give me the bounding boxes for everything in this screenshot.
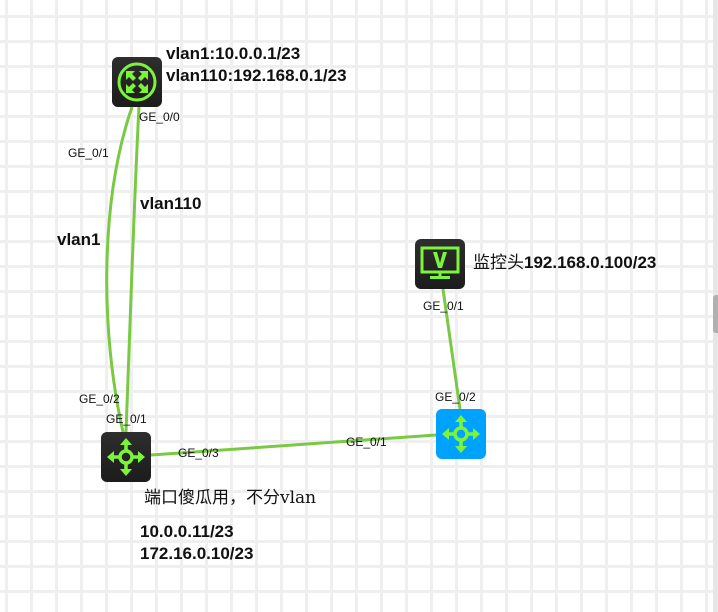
port-label-camera-ge01: GE_0/1	[423, 299, 464, 313]
link-core-to-access[interactable]	[150, 433, 437, 457]
link-label-vlan110: vlan110	[140, 194, 202, 213]
link-vlan1[interactable]	[105, 106, 134, 433]
camera-node[interactable]	[415, 239, 465, 289]
port-label-access-ge01: GE_0/1	[346, 435, 387, 449]
core-switch-note-text: 端口傻瓜用，不分vlan	[144, 488, 317, 508]
core-switch-node[interactable]	[101, 432, 151, 482]
link-vlan110[interactable]	[124, 106, 141, 433]
port-label-access-ge02: GE_0/2	[435, 390, 476, 404]
link-label-vlan1: vlan1	[57, 230, 101, 249]
access-switch-node[interactable]	[436, 409, 486, 459]
port-label-core-ge01: GE_0/1	[106, 412, 147, 426]
camera-label-ip: 192.168.0.100/23	[524, 253, 657, 272]
core-switch-ip-1: 10.0.0.11/23	[140, 522, 234, 541]
core-switch-ip-2: 172.16.0.10/23	[140, 544, 254, 563]
switch-icon	[442, 415, 480, 453]
router-label-vlan110: vlan110:192.168.0.1/23	[166, 66, 347, 85]
link-access-to-camera[interactable]	[441, 288, 462, 410]
router-node[interactable]	[112, 57, 162, 107]
port-label-core-ge02: GE_0/2	[79, 392, 120, 406]
router-label-vlan1: vlan1:10.0.0.1/23	[166, 44, 301, 63]
router-icon	[117, 62, 157, 102]
port-label-router-ge00: GE_0/0	[139, 110, 180, 124]
camera-label: 监控头192.168.0.100/23	[473, 253, 656, 273]
core-switch-note: 端口傻瓜用，不分vlan	[144, 488, 316, 508]
scrollbar-thumb[interactable]	[713, 295, 718, 333]
switch-icon	[107, 438, 145, 476]
port-label-core-ge03: GE_0/3	[178, 446, 219, 460]
camera-label-prefix: 监控头	[473, 253, 524, 273]
port-label-router-ge01: GE_0/1	[68, 146, 109, 160]
monitor-icon	[420, 246, 460, 279]
vertical-scrollbar[interactable]	[713, 0, 718, 612]
